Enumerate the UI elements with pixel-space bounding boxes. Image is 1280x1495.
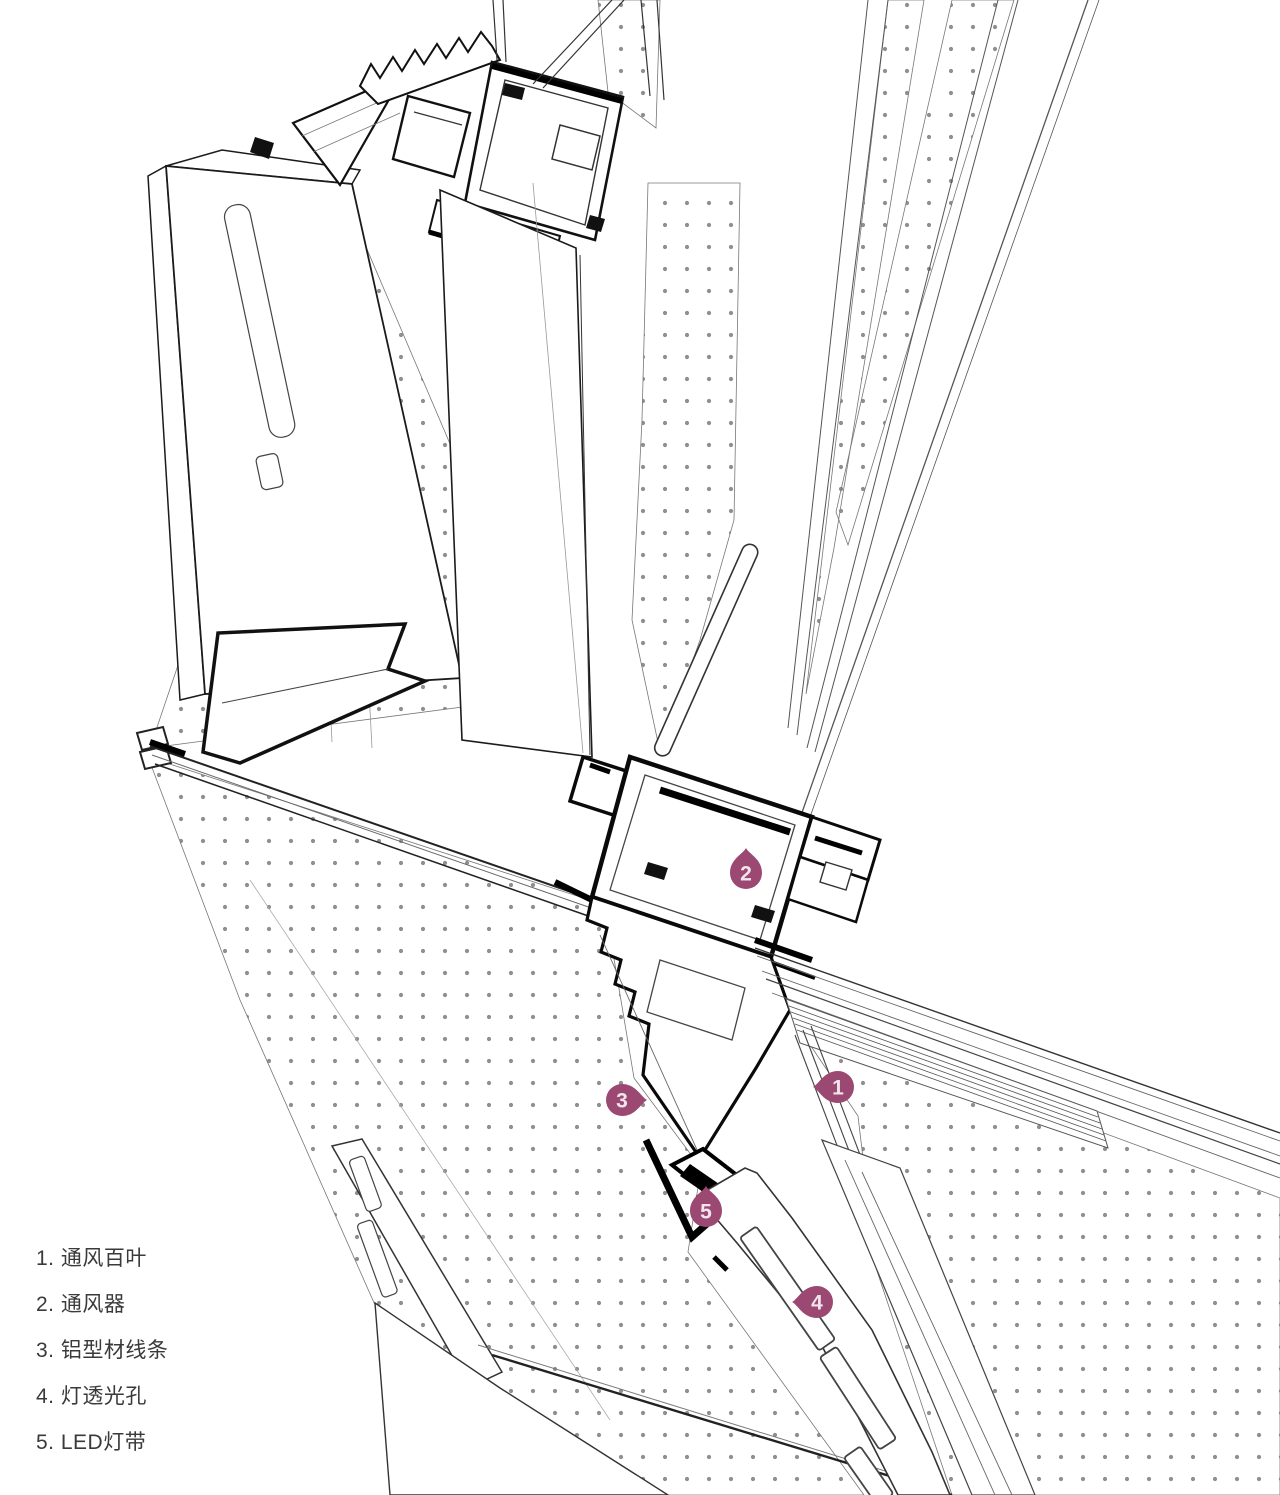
- serrated-fins: [358, 30, 502, 106]
- central-mullion: [439, 182, 593, 758]
- legend-item-3: 3. 铝型材线条: [36, 1339, 169, 1362]
- top-profile-assembly: [250, 0, 665, 271]
- folded-flashing: [201, 622, 430, 765]
- support-rod: [653, 543, 759, 757]
- right-rail-band: [820, 1138, 1036, 1495]
- wall-slot: [223, 203, 296, 491]
- bottom-elements: [330, 1138, 1036, 1495]
- legend: 1. 通风百叶 2. 通风器 3. 铝型材线条 4. 灯透光孔 5. LED灯带: [36, 1246, 168, 1456]
- stepped-profile: [585, 894, 792, 1161]
- light-holes: [740, 1226, 897, 1495]
- left-rail: [135, 725, 601, 919]
- left-box: [391, 94, 472, 179]
- gasket-block: [250, 137, 274, 159]
- glass-edges-top: [492, 0, 665, 101]
- ventilation-louver: [785, 998, 1109, 1246]
- legend-item-2: 2. 通风器: [36, 1293, 126, 1316]
- legend-item-1: 1. 通风百叶: [36, 1247, 147, 1270]
- glass-wedge-lines: [754, 0, 1100, 951]
- legend-item-5: 5. LED灯带: [36, 1431, 147, 1454]
- ventilator-assembly: [567, 754, 882, 1272]
- legend-item-4: 4. 灯透光孔: [36, 1385, 147, 1408]
- bottom-left-wedge: [374, 1301, 670, 1495]
- main-box: [463, 60, 625, 242]
